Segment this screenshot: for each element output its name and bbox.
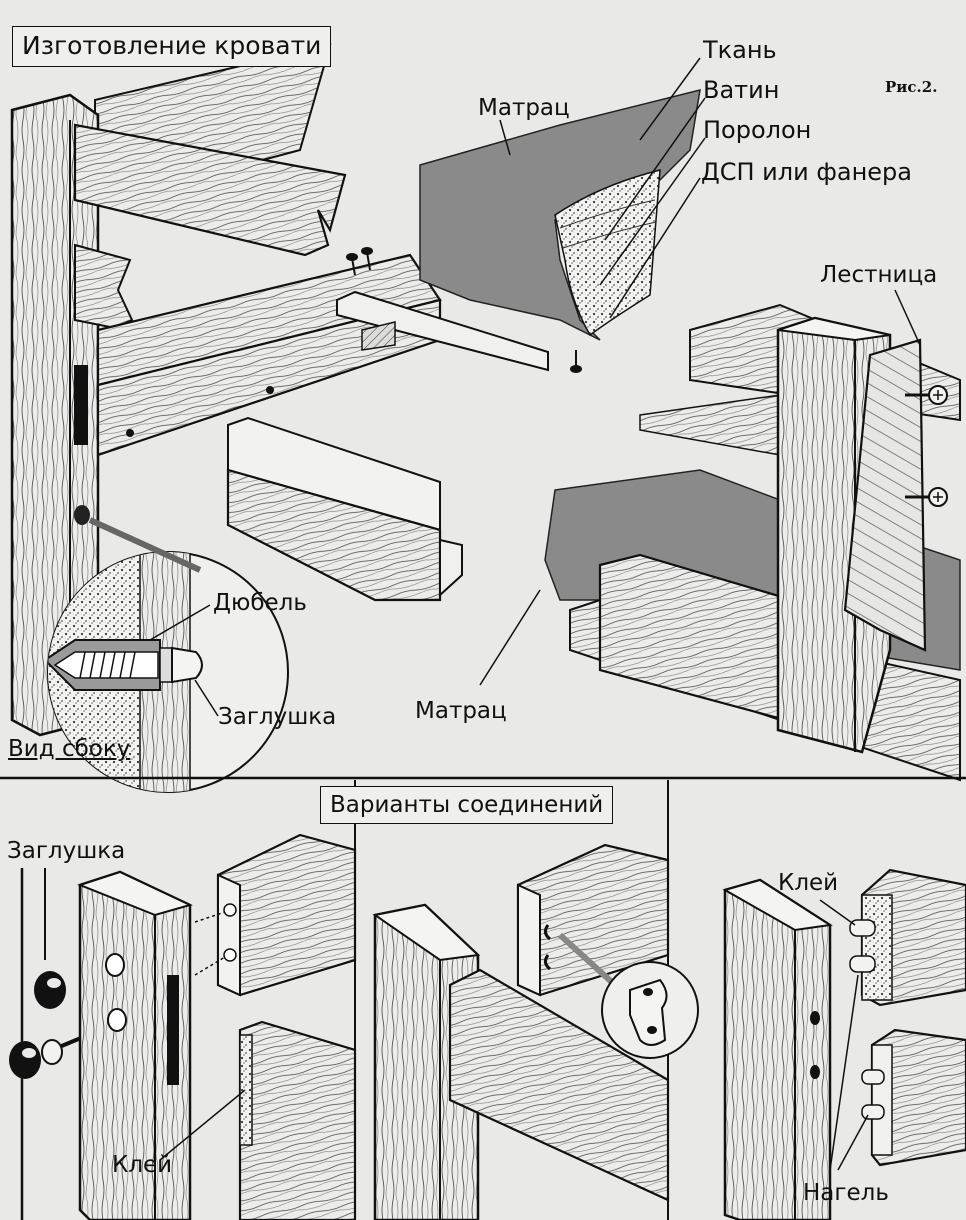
diagram-title: Изготовление кровати xyxy=(12,26,332,67)
label-foam: Поролон xyxy=(703,116,812,144)
bed-frame-illustration xyxy=(10,43,961,793)
label-mattress: Матрац xyxy=(478,95,570,121)
label-dowel: Дюбель xyxy=(213,590,307,616)
label-plug-joint: Заглушка xyxy=(7,838,126,864)
label-pin: Нагель xyxy=(803,1180,889,1206)
label-plug-detail: Заглушка xyxy=(218,704,337,730)
label-glue-right: Клей xyxy=(778,870,839,896)
section-title: Варианты соединений xyxy=(320,786,614,825)
joint-variants-illustration xyxy=(9,780,966,1220)
label-ladder: Лестница xyxy=(820,262,938,288)
label-glue-left: Клей xyxy=(112,1152,173,1178)
label-board: ДСП или фанера xyxy=(701,158,912,186)
label-mattress-lower: Матрац xyxy=(415,698,507,724)
label-batting: Ватин xyxy=(703,76,780,104)
label-fabric: Ткань xyxy=(703,36,777,64)
label-side-view: Вид сбоку xyxy=(8,736,131,762)
figure-number: Рис.2. xyxy=(885,78,938,96)
